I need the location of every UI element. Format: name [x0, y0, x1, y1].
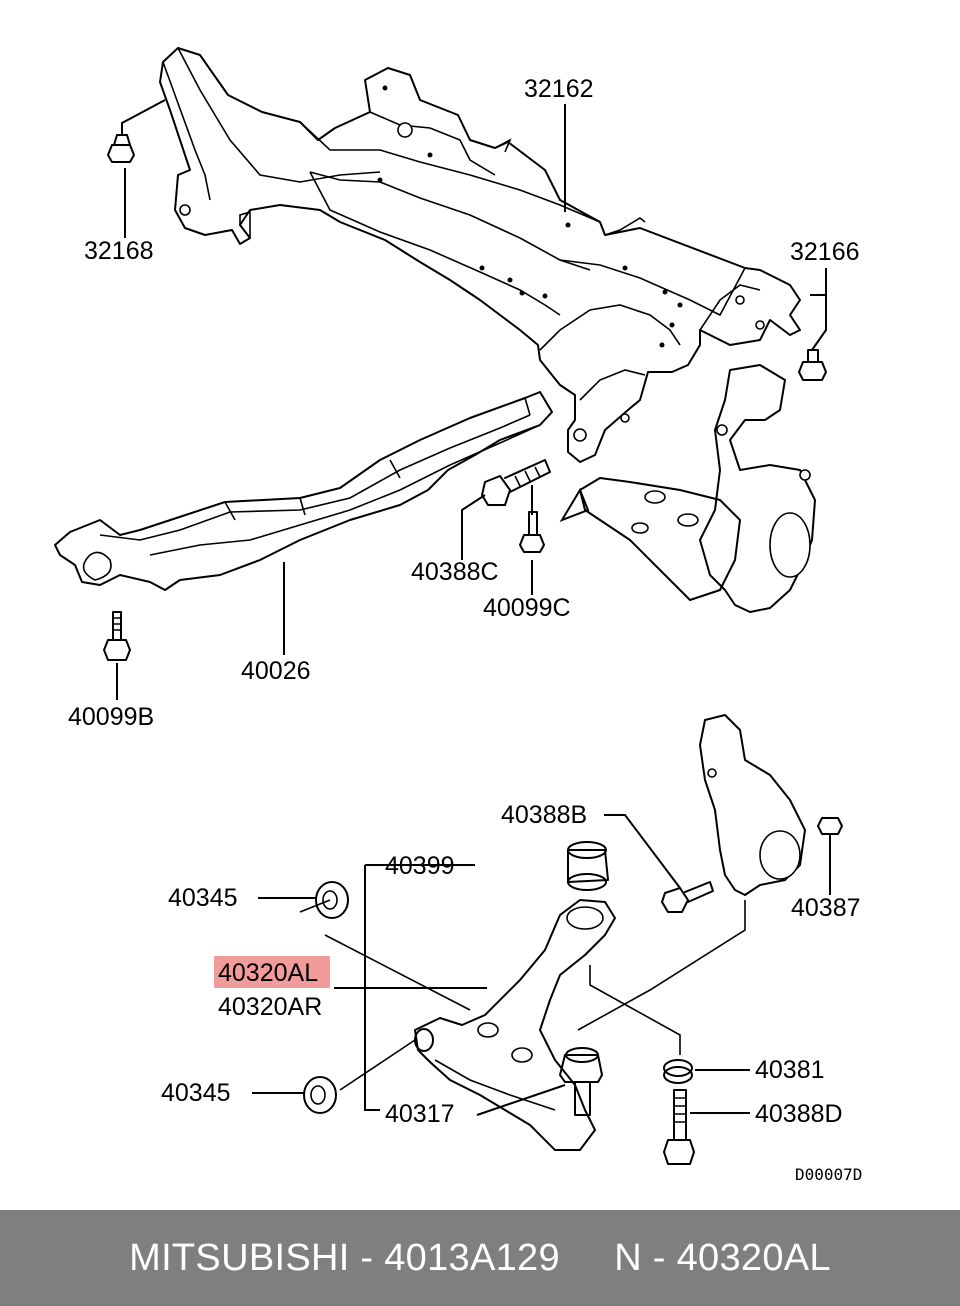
bushing-40399 — [567, 841, 609, 891]
parts-diagram: 32162 32168 32166 40388C 40099C 40026 40… — [54, 47, 862, 1184]
label-40026: 40026 — [241, 657, 311, 685]
label-32166: 32166 — [790, 238, 860, 266]
label-40099B: 40099B — [68, 703, 154, 731]
washer-40381 — [663, 1059, 693, 1084]
highlight-40320AL — [214, 956, 330, 988]
label-40381: 40381 — [755, 1056, 825, 1084]
member-40026 — [54, 391, 553, 591]
knuckle-lower — [699, 714, 806, 896]
bolt-32168 — [107, 134, 135, 163]
bolt-40388B — [661, 881, 714, 913]
control-arm-40320 — [414, 899, 616, 1151]
label-40317: 40317 — [385, 1100, 455, 1128]
lower-arm-upper-view — [559, 477, 741, 601]
label-32168: 32168 — [84, 237, 154, 265]
label-40345-bottom: 40345 — [161, 1079, 231, 1107]
label-40099C: 40099C — [483, 594, 571, 622]
nut-40387 — [817, 817, 843, 835]
knuckle-upper — [699, 364, 816, 613]
bolt-32166 — [798, 349, 827, 381]
bolt-40099C — [519, 511, 545, 553]
label-40320AL: 40320AL — [218, 959, 318, 987]
washer-40345-bottom — [303, 1076, 337, 1114]
balljoint-40317 — [559, 1047, 603, 1116]
drawing-code: D00007D — [795, 1165, 862, 1184]
label-40320AR: 40320AR — [218, 993, 322, 1021]
leader-lines — [116, 99, 831, 1116]
washer-40345-top — [315, 881, 349, 919]
footer-part-info: MITSUBISHI - 4013A129 N - 40320AL — [129, 1236, 831, 1279]
label-40399: 40399 — [385, 852, 455, 880]
bolt-40388D — [663, 1089, 695, 1165]
crossmember-32162 — [159, 47, 801, 463]
assembly-lines — [299, 899, 746, 1091]
label-40388B: 40388B — [501, 801, 587, 829]
footer-bar: MITSUBISHI - 4013A129 N - 40320AL — [0, 1210, 960, 1306]
label-40345-top: 40345 — [168, 884, 238, 912]
label-40388D: 40388D — [755, 1100, 843, 1128]
bolt-40099B — [103, 611, 131, 661]
label-40388C: 40388C — [411, 558, 499, 586]
label-32162: 32162 — [524, 75, 594, 103]
label-40387: 40387 — [791, 894, 861, 922]
bolt-40388C — [481, 459, 551, 506]
